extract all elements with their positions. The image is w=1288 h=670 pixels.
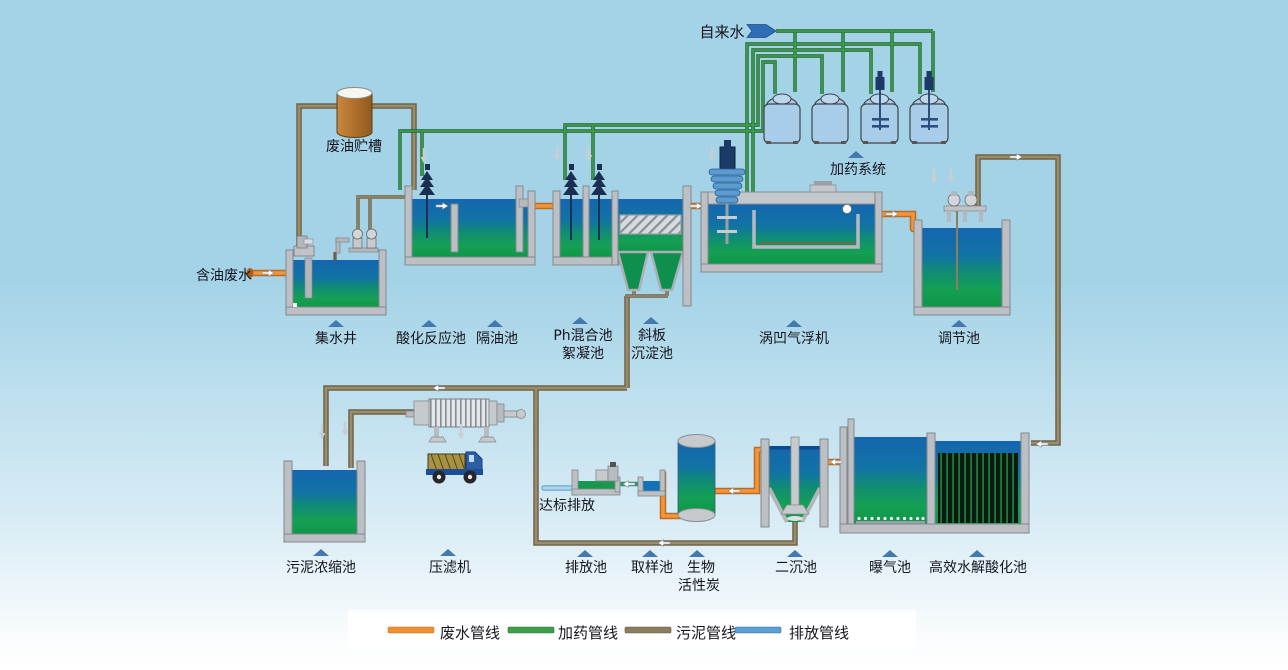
label-filter-press: 压滤机 [429,560,471,576]
bio-activated-carbon-column [677,434,716,522]
regulation-tank [913,191,1011,316]
label-sludge-thickening: 污泥浓缩池 [286,560,356,576]
secondary-sedimentation-tank [760,436,829,528]
legend-label-wastewater: 废水管线 [440,624,500,642]
legend-swatch-wastewater [387,626,435,634]
regulation-pumps [943,191,987,222]
label-regulation-tank: 调节池 [938,331,980,347]
label-sampling-tank: 取样池 [631,560,673,576]
label-oily-wastewater: 含油废水 [196,268,252,284]
label-tap-water: 自来水 [699,23,744,41]
flotation-mixer [708,140,746,244]
legend-label-dosing: 加药管线 [558,624,618,642]
label-discharge-tank: 排放池 [565,560,607,576]
label-bio-carbon-2: 活性炭 [678,578,720,594]
label-ph-mixing-1: Ph混合池 [553,328,612,344]
inclined-plate-sedimentation-tank [611,185,692,307]
label-inclined-plate-2: 沉淀池 [631,346,673,362]
air-flotation-machine [700,140,883,273]
discharge-tank [571,462,621,496]
legend-label-discharge: 排放管线 [789,624,849,642]
label-acidification-tank: 酸化反应池 [396,330,466,347]
legend-swatch-discharge [734,626,782,634]
dosing-tank-4 [909,71,949,144]
label-inclined-plate-1: 斜板 [638,328,666,344]
ph-mixers [563,164,607,240]
label-secondary-sedimentation: 二沉池 [775,560,817,576]
legend-swatch-dosing [507,626,555,634]
label-standard-discharge: 达标排放 [539,498,595,514]
dosing-tank-1 [763,93,801,144]
discharge-equipment [595,462,619,482]
sludge-truck [426,451,483,484]
text-labels: 自来水 废油贮槽 含油废水 集水井 酸化反应池 隔油池 Ph混合池 絮凝池 斜板… [196,23,1027,594]
label-aeration-tank: 曝气池 [869,560,911,576]
acidification-mixer [419,164,435,238]
aeration-hydrolysis-tank [839,418,1030,534]
legend-swatch-sludge [624,626,672,634]
waste-oil-tank [336,87,373,138]
ph-mixing-tank [552,164,620,266]
dosing-tanks [763,71,949,144]
dosing-tank-3 [860,71,899,144]
label-hydrolysis-tank: 高效水解酸化池 [929,559,1027,576]
label-ph-mixing-2: 絮凝池 [562,345,604,362]
well-pump-left [293,235,315,257]
sampling-tank [637,469,666,497]
well-pumps-right [335,228,379,254]
label-collection-well: 集水井 [315,330,357,347]
label-air-flotation: 涡凹气浮机 [759,331,829,347]
tap-water-arrow [746,24,777,38]
aeration-diffusers [856,516,925,524]
label-oil-separation-tank: 隔油池 [476,331,518,347]
dosing-pipes [398,29,935,192]
dosing-tank-2 [811,93,849,144]
filter-press [405,398,526,443]
legend-label-sludge: 污泥管线 [676,624,736,642]
label-bio-carbon-1: 生物 [687,560,715,576]
legend: 废水管线 加药管线 污泥管线 排放管线 [348,610,916,649]
label-waste-oil-tank: 废油贮槽 [326,139,382,155]
collection-well-tank [285,228,387,316]
sludge-thickening-tank [283,460,366,543]
acidification-oil-separation-tank [404,164,536,266]
label-dosing-system: 加药系统 [830,162,886,178]
